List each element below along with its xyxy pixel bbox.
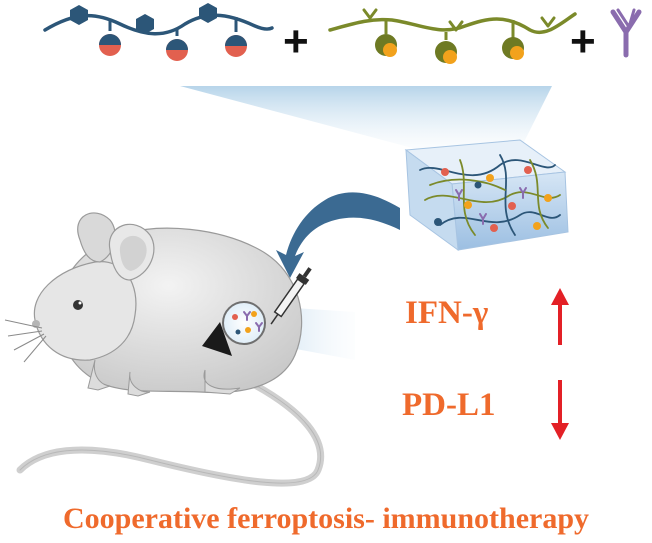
pd-l1-label: PD-L1 [402,387,496,423]
antibody-icon [610,8,642,58]
caption: Cooperative ferroptosis- immunotherapy [62,502,590,535]
up-arrow-icon [551,288,569,345]
plus-operator-1: + [283,17,309,66]
plus-operator-2: + [570,17,596,66]
injection-arrow-icon [276,192,400,278]
hydrogel-cube-icon [404,139,569,252]
polymer-chain-2-icon [328,8,577,64]
top-beam [180,86,552,150]
tumor-shadow [202,322,232,356]
tumor-icon [222,301,266,345]
polymer-chain-1-icon [43,3,274,61]
ifn-gamma-label: IFN-γ [405,295,489,331]
down-arrow-icon [551,380,569,440]
mouse-icon [4,212,325,487]
syringe-icon [270,267,312,325]
